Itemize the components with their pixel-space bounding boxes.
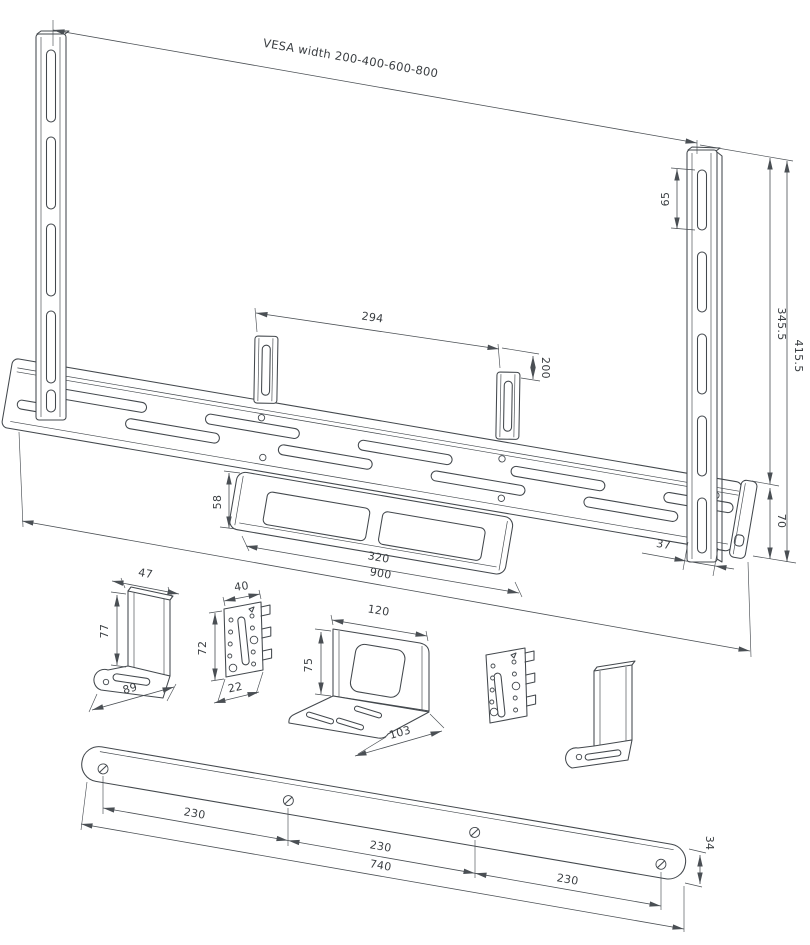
right-vesa-strip <box>686 146 723 563</box>
dim-22-label: 22 <box>227 680 244 696</box>
dim-72-label: 72 <box>196 641 209 656</box>
dim-320-label: 320 <box>367 549 391 566</box>
dim-900-label: 900 <box>369 565 393 582</box>
clamp-left-holes <box>227 606 259 673</box>
shelf-base-slots <box>305 705 383 731</box>
dim-230-2-label: 230 <box>369 838 393 855</box>
dim-72: 72 <box>196 610 225 682</box>
dim-70: 70 <box>752 488 797 564</box>
dim-vesa-width-label: VESA width 200-400-600-800 <box>262 36 439 81</box>
dim-89: 89 <box>88 680 177 713</box>
dim-65-label: 65 <box>659 192 672 207</box>
dim-120: 120 <box>330 602 429 642</box>
mounting-bar: 230 230 230 740 34 <box>80 746 716 932</box>
dim-47: 47 <box>111 566 180 598</box>
dim-294-label: 294 <box>361 309 385 325</box>
dim-230-3-label: 230 <box>556 871 580 888</box>
dim-740: 740 <box>80 781 685 932</box>
dim-70-label: 70 <box>775 514 788 529</box>
dim-77-label: 77 <box>98 624 111 639</box>
dim-37-label: 37 <box>655 537 672 552</box>
dim-200-label: 200 <box>539 357 552 379</box>
l-bracket-left: 47 77 89 <box>88 566 180 713</box>
dim-200: 200 <box>501 347 552 382</box>
dim-900: 900 <box>18 431 752 658</box>
dim-58-label: 58 <box>211 495 224 510</box>
dim-345-label: 345.5 <box>775 308 788 341</box>
dim-22: 22 <box>213 671 264 704</box>
clamp-plate-left: 40 72 22 <box>196 579 273 704</box>
dim-103-label: 103 <box>388 723 413 742</box>
clamp-right-holes <box>489 652 521 717</box>
dim-47-label: 47 <box>137 566 154 581</box>
dim-740-label: 740 <box>369 857 393 874</box>
dim-34-label: 34 <box>703 836 716 851</box>
upper-tab-right <box>495 371 521 440</box>
dim-120-label: 120 <box>367 602 391 618</box>
dim-230-1-label: 230 <box>183 805 207 822</box>
dim-40-label: 40 <box>233 579 249 594</box>
left-vesa-strip <box>35 30 70 421</box>
clamp-plate-right <box>485 647 537 724</box>
dim-415-label: 415.5 <box>792 340 805 373</box>
upper-tab-left <box>253 335 279 404</box>
dim-75: 75 <box>302 628 332 697</box>
dim-vesa-width: VESA width 200-400-600-800 <box>52 20 698 154</box>
dim-415-5: 415.5 <box>784 161 805 562</box>
dim-40: 40 <box>222 579 262 607</box>
dim-89-label: 89 <box>121 680 139 697</box>
dim-294: 294 <box>254 307 501 369</box>
dim-slot-65: 65 <box>659 167 696 231</box>
l-bracket-right <box>565 660 636 769</box>
dim-103: 103 <box>354 713 445 757</box>
shelf-bracket: 120 75 103 <box>288 602 445 757</box>
dim-75-label: 75 <box>302 658 315 673</box>
dim-77: 77 <box>98 591 127 668</box>
dim-34: 34 <box>684 836 716 888</box>
